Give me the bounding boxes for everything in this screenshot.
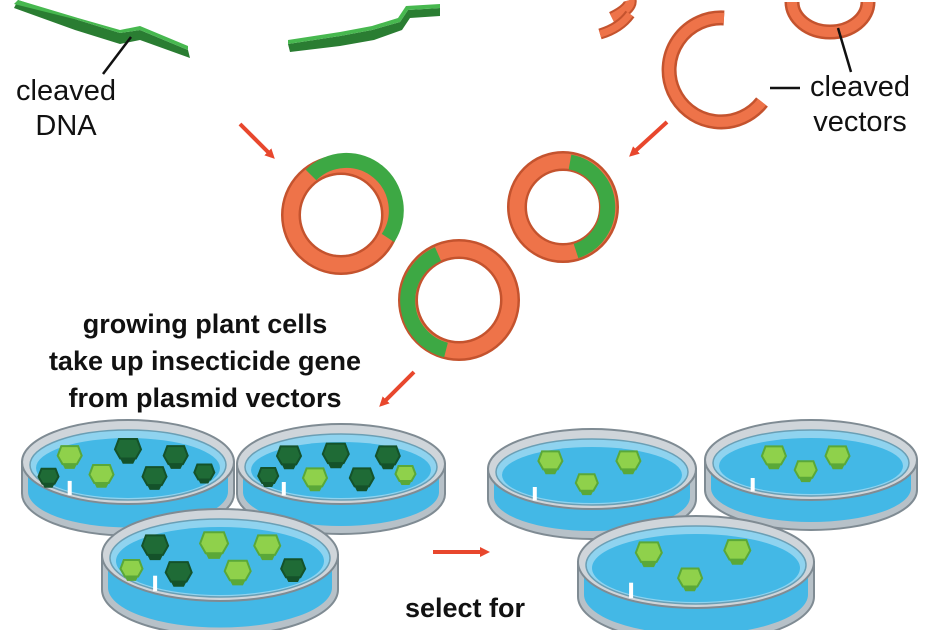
- caption-line: growing plant cells: [82, 309, 328, 339]
- plasmid-ring-icon: [507, 151, 619, 263]
- plant-cell-icon: [37, 467, 60, 488]
- plant-cell-icon: [301, 467, 329, 492]
- plant-cell-icon: [824, 445, 851, 470]
- plant-cell-icon: [113, 438, 143, 464]
- plant-cell-icon: [275, 445, 303, 470]
- plant-cell-icon: [198, 531, 230, 559]
- plant-cell-icon: [348, 467, 375, 492]
- plant-cell-icon: [162, 445, 189, 469]
- vector-leader-line-1: [836, 27, 853, 73]
- select-caption: select for: [404, 593, 526, 623]
- petri-dish-icon: [704, 419, 918, 531]
- arrow-down-left-icon: [629, 120, 669, 157]
- plant-cell-icon: [280, 558, 307, 582]
- petri-dish-icon: [236, 423, 446, 535]
- plant-cell-icon: [394, 465, 417, 485]
- cleaved-dna-strand-right: [288, 4, 440, 52]
- arrow-down-left-icon: [379, 370, 416, 407]
- label-line: cleaved: [16, 75, 116, 107]
- cleaved-vector-ring-open: [661, 10, 768, 130]
- plant-cell-icon: [253, 534, 282, 561]
- arrow-down-right-icon: [238, 122, 275, 159]
- caption-line: take up insecticide gene: [48, 346, 362, 376]
- plant-cell-icon: [574, 473, 599, 496]
- plant-cell-icon: [634, 541, 663, 568]
- dna-leader-line: [102, 36, 132, 75]
- uptake-caption: growing plant cells take up insecticide …: [10, 306, 400, 417]
- label-line: cleaved: [810, 71, 910, 103]
- plant-cell-icon: [321, 442, 350, 469]
- plant-cell-icon: [760, 445, 788, 470]
- plant-cell-icon: [537, 450, 564, 475]
- plant-cell-icon: [193, 463, 216, 484]
- petri-dish-group: [21, 419, 918, 630]
- plant-cell-icon: [615, 450, 642, 475]
- label-line: vectors: [813, 105, 907, 138]
- cleaved-dna-strand-left: [14, 0, 190, 58]
- cleaved-vectors-label: cleaved vectors: [800, 70, 920, 140]
- petri-dish-icon: [101, 508, 339, 630]
- plant-cell-icon: [119, 559, 144, 581]
- plasmid-ring-icon: [281, 152, 404, 275]
- plant-cell-icon: [223, 559, 252, 586]
- plant-cell-icon: [140, 534, 170, 561]
- plant-cell-icon: [676, 567, 704, 592]
- cleaved-dna-label: cleaved DNA: [6, 74, 126, 144]
- plant-cell-icon: [723, 539, 752, 565]
- plant-cell-icon: [793, 460, 818, 483]
- plant-cell-icon: [164, 561, 193, 587]
- petri-dish-icon: [577, 515, 815, 630]
- plant-cell-icon: [374, 445, 401, 470]
- cleaved-vector-ring-top-right: [784, 1, 876, 40]
- plant-cell-icon: [257, 467, 280, 487]
- plant-cell-icon: [141, 466, 168, 490]
- plant-cell-icon: [88, 464, 115, 488]
- caption-line: from plasmid vectors: [68, 383, 342, 413]
- label-line: DNA: [35, 109, 97, 142]
- plasmid-ring-icon: [398, 239, 520, 361]
- plant-cell-icon: [56, 445, 83, 469]
- cleaved-vector-fragment-small: [598, 0, 637, 40]
